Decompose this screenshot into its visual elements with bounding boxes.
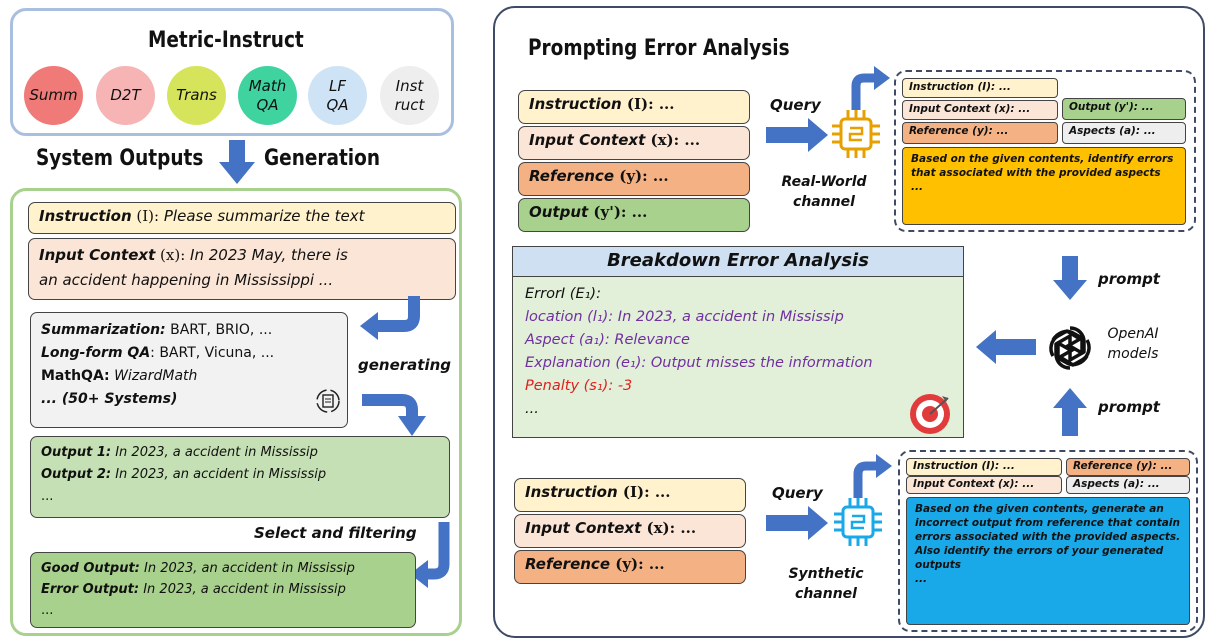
task-instruct: Inst ruct	[380, 66, 439, 125]
curved-arrow-icon	[360, 296, 420, 340]
synthetic-channel-label: Synthetic channel	[788, 566, 864, 602]
down-arrow-icon	[219, 140, 255, 184]
top-prompt-frame	[894, 70, 1196, 232]
input-context-box: Input Context (x): In 2023 May, there is…	[28, 238, 456, 300]
up-arrow-icon	[1053, 388, 1087, 436]
top-output-box: Output (y'): ...	[518, 198, 750, 232]
curved-arrow-icon	[362, 394, 426, 436]
chip-icon	[834, 498, 882, 546]
systems-box: Summarization: BART, BRIO, ... Long-form…	[30, 312, 348, 428]
top-reference-box: Reference (y): ...	[518, 162, 750, 196]
bottom-instruction-box: Instruction (I): ...	[514, 478, 746, 512]
breakdown-header: Breakdown Error Analysis	[512, 246, 964, 276]
breakdown-body: ErrorI (E₁): location (l₁): In 2023, a a…	[512, 276, 964, 438]
error-explanation-line: Explanation (e₁): Output misses the info…	[525, 355, 873, 371]
generation-label: Generation	[264, 146, 380, 171]
metric-instruct-panel	[10, 8, 454, 136]
bottom-prompt-label: prompt	[1098, 398, 1160, 416]
final-outputs-box: Good Output: In 2023, an accident in Mis…	[30, 552, 416, 628]
outputs-box: Output 1: In 2023, a accident in Mississ…	[30, 436, 450, 518]
task-mathqa: Math QA	[238, 66, 297, 125]
system-outputs-label: System Outputs	[36, 146, 204, 171]
select-filtering-label: Select and filtering	[254, 524, 417, 542]
real-world-channel-label: Real-World channel	[781, 174, 867, 210]
curved-arrow-icon	[851, 66, 890, 110]
openai-logo-icon	[1049, 326, 1091, 370]
task-trans: Trans	[167, 66, 226, 125]
bottom-prompt-instruction: Instruction (I): ...	[906, 458, 1062, 476]
error-ellipsis-line: ...	[525, 401, 539, 417]
bottom-prompt-aspects: Aspects (a): ...	[1066, 476, 1190, 494]
openai-models-label: OpenAI models	[1107, 326, 1159, 362]
chip-icon	[832, 110, 880, 158]
left-arrow-icon	[976, 330, 1036, 364]
right-arrow-icon	[766, 118, 828, 152]
generation-panel	[10, 188, 462, 636]
bottom-prompt-frame	[898, 450, 1198, 632]
bottom-query-label: Query	[772, 484, 823, 502]
top-instruction-box: Instruction (I): ...	[518, 90, 750, 124]
error-id-line: ErrorI (E₁):	[525, 286, 601, 302]
right-arrow-icon	[766, 506, 828, 540]
metric-instruct-title: Metric-Instruct	[148, 28, 304, 53]
target-icon	[910, 394, 950, 434]
top-query-label: Query	[770, 96, 821, 114]
top-prompt-input: Input Context (x): ...	[902, 100, 1058, 120]
top-prompt-output: Output (y'): ...	[1062, 98, 1186, 120]
error-location-line: location (l₁): In 2023, a accident in Mi…	[525, 309, 844, 325]
prompting-error-panel	[493, 6, 1205, 638]
curved-arrow-icon	[853, 454, 892, 498]
instruction-box: Instruction (I): Please summarize the te…	[28, 202, 456, 234]
task-lfqa: LF QA	[308, 66, 367, 125]
bottom-prompt-reference: Reference (y): ...	[1066, 458, 1190, 476]
refresh-doc-icon	[316, 389, 340, 413]
task-d2t: D2T	[96, 66, 155, 125]
generating-label: generating	[358, 356, 452, 374]
error-aspect-line: Aspect (a₁): Relevance	[525, 332, 690, 348]
top-prompt-body: Based on the given contents, identify er…	[902, 147, 1186, 225]
bottom-prompt-input: Input Context (x): ...	[906, 476, 1062, 494]
top-prompt-reference: Reference (y): ...	[902, 122, 1058, 144]
top-input-context-box: Input Context (x): ...	[518, 126, 750, 160]
top-prompt-label: prompt	[1098, 270, 1160, 288]
top-prompt-instruction: Instruction (I): ...	[902, 78, 1058, 98]
error-penalty-line: Penalty (s₁): -3	[525, 378, 633, 394]
prompting-error-title: Prompting Error Analysis	[528, 36, 790, 61]
bottom-reference-box: Reference (y): ...	[514, 550, 746, 584]
curved-arrow-icon	[410, 522, 450, 588]
down-arrow-icon	[1053, 256, 1087, 300]
top-prompt-aspects: Aspects (a): ...	[1062, 122, 1186, 144]
bottom-prompt-body: Based on the given contents, generate an…	[906, 497, 1190, 625]
bottom-input-context-box: Input Context (x): ...	[514, 514, 746, 548]
task-summ: Summ	[24, 66, 83, 125]
